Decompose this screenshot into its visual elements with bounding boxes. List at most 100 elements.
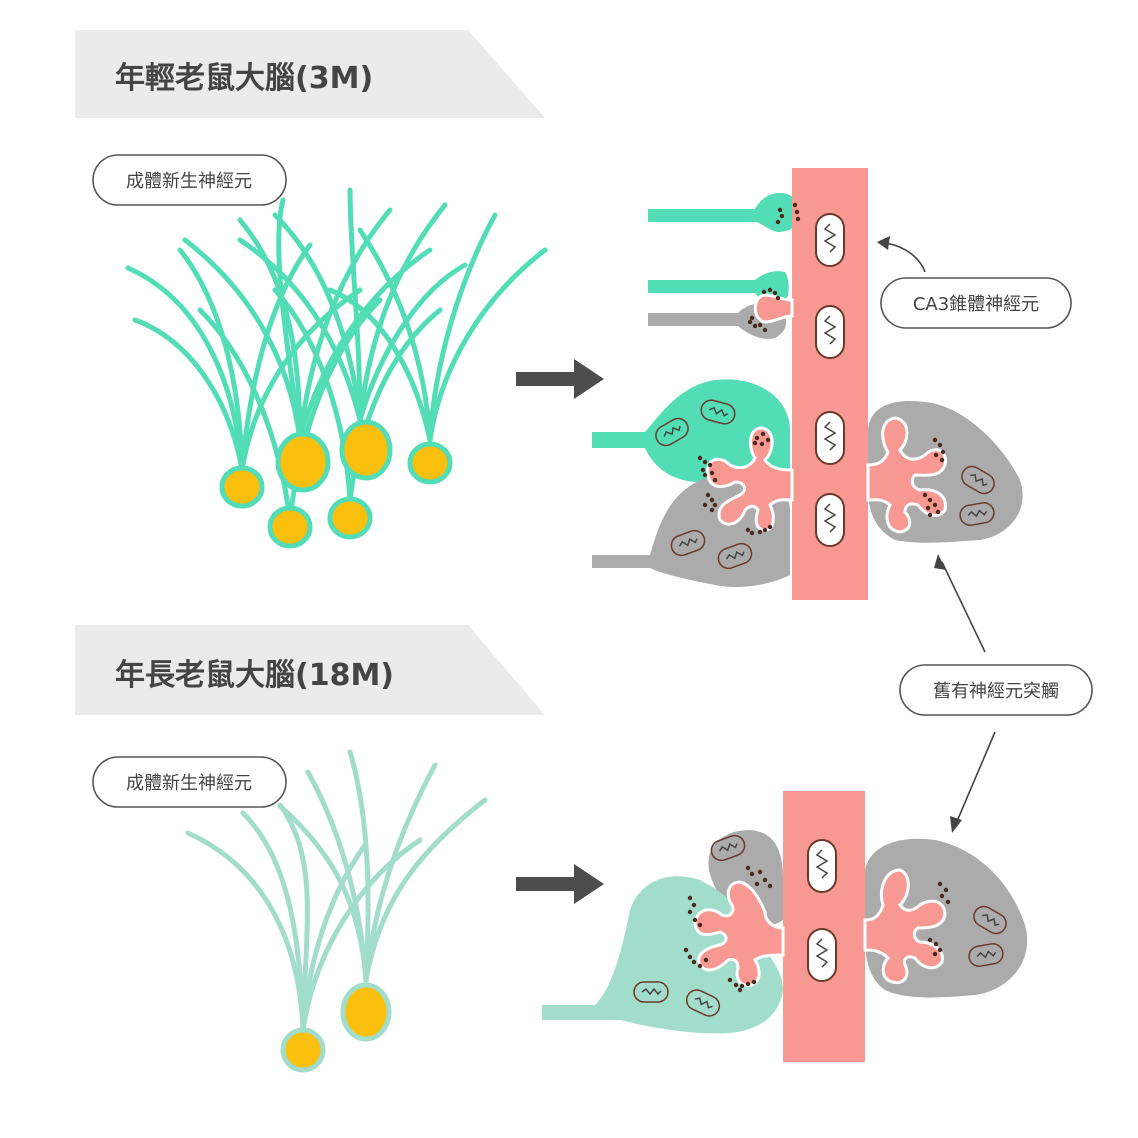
old-dendrites — [185, 749, 488, 1033]
vesicle — [691, 902, 697, 908]
vesicle — [727, 977, 733, 983]
vesicle — [795, 216, 801, 222]
mitochondrion-icon — [700, 399, 736, 425]
vesicle — [737, 987, 743, 993]
soma — [339, 419, 393, 481]
mitochondrion-icon — [670, 529, 706, 557]
vesicle — [702, 502, 708, 508]
vesicle — [709, 507, 715, 513]
ca3-callout-pill — [880, 277, 1072, 329]
vesicle — [767, 524, 773, 530]
old-synapse-callout: 舊有神經元突觸 — [899, 554, 1093, 833]
ca3-callout: CA3錐體神經元 — [877, 236, 1072, 329]
vesicle — [777, 207, 783, 213]
vesicle — [792, 202, 798, 208]
old-vesicles — [683, 865, 951, 993]
old-arrow-icon — [516, 864, 604, 904]
vesicle — [757, 529, 763, 535]
ca3-arrowhead-icon — [877, 236, 890, 250]
ca3-callout-text: CA3錐體神經元 — [913, 294, 1039, 315]
vesicle — [745, 527, 751, 533]
vesicle — [751, 979, 757, 985]
mitochondrion-icon — [685, 989, 721, 1017]
vesicle — [794, 209, 800, 215]
soma — [280, 1027, 326, 1073]
young-synapse — [592, 168, 1023, 600]
vesicle — [733, 982, 739, 988]
vesicle — [703, 957, 709, 963]
vesicle — [702, 459, 708, 465]
soma — [219, 465, 265, 509]
vesicle — [691, 959, 697, 965]
vesicle — [712, 477, 718, 483]
vesicle — [933, 452, 939, 458]
vesicle — [759, 441, 765, 447]
young-neuron-label: 成體新生神經元 — [92, 154, 287, 206]
vesicle — [932, 502, 938, 508]
vesicle — [745, 981, 751, 987]
mitochondrion-icon — [633, 981, 669, 1003]
vesicle — [683, 947, 689, 953]
old-neuron-label-text: 成體新生神經元 — [126, 773, 252, 794]
old-terminal-mitochondria — [633, 834, 1007, 1017]
vesicle — [775, 295, 781, 301]
vesicle — [697, 455, 703, 461]
old-synapse-callout-text: 舊有神經元突觸 — [933, 681, 1059, 702]
mitochondrion-icon — [968, 943, 1004, 967]
old-complex-spine-left — [693, 880, 785, 988]
young-thin-spine — [753, 293, 794, 324]
vesicle — [922, 492, 928, 498]
old-banner-bg — [75, 625, 545, 715]
soma — [340, 982, 392, 1042]
young-neuron-label-pill — [92, 154, 287, 206]
mitochondrion-icon — [973, 905, 1007, 935]
vesicle — [927, 497, 933, 503]
vesicle — [940, 449, 946, 455]
mitochondrion-icon — [807, 928, 837, 982]
vesicle — [927, 512, 933, 518]
vesicle — [762, 327, 768, 333]
vesicle — [752, 440, 758, 446]
vesicle — [687, 909, 693, 915]
old-neuron-label: 成體新生神經元 — [92, 756, 287, 808]
vesicle — [692, 917, 698, 923]
soma — [275, 431, 331, 493]
vesicle — [697, 963, 703, 969]
vesicle — [702, 472, 708, 478]
vesicle — [925, 505, 931, 511]
old-complex-spine-right — [863, 868, 947, 985]
vesicle — [932, 437, 938, 443]
vesicle — [939, 457, 945, 463]
young-vesicles — [697, 202, 946, 536]
vesicle — [749, 871, 755, 877]
vesicle — [754, 881, 760, 887]
old-panel: 年長老鼠大腦(18M) 成體新生神經元 — [75, 625, 1028, 1073]
vesicle — [687, 954, 693, 960]
vesicle — [762, 877, 768, 883]
mitochondrion-icon — [717, 542, 753, 570]
vesicle — [745, 865, 751, 871]
old-synapse-arrowhead-down-icon — [950, 816, 962, 833]
vesicle — [935, 509, 941, 515]
soma — [407, 441, 453, 485]
young-complex-spine-right — [866, 416, 947, 534]
vesicle — [927, 937, 933, 943]
vesicle — [932, 951, 938, 957]
mitochondrion-icon — [815, 493, 845, 547]
vesicle — [687, 895, 693, 901]
vesicle — [937, 442, 943, 448]
mitochondrion-icon — [815, 411, 845, 465]
young-shaft-mitochondria — [815, 213, 845, 547]
soma — [267, 505, 313, 549]
vesicle — [749, 530, 755, 536]
vesicle — [765, 437, 771, 443]
vesicle — [757, 869, 763, 875]
vesicle — [752, 323, 758, 329]
vesicle — [767, 883, 773, 889]
vesicle — [939, 893, 945, 899]
vesicle — [767, 287, 773, 293]
vesicle — [749, 315, 755, 321]
vesicle — [707, 462, 713, 468]
vesicle — [779, 213, 785, 219]
vesicle — [760, 431, 766, 437]
